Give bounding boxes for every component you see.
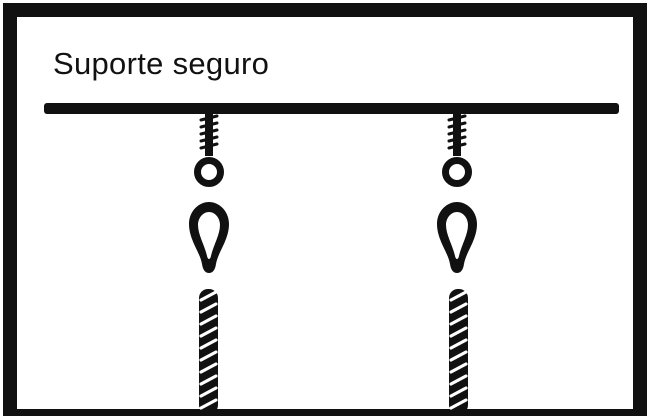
beam <box>44 103 619 114</box>
eye-ring-left <box>194 157 224 187</box>
eye-hook-left <box>189 114 229 410</box>
screw-right <box>447 114 467 156</box>
snap-hook-left <box>189 202 229 273</box>
eye-ring-right <box>442 157 472 187</box>
snap-hook-right <box>437 202 477 273</box>
eye-hook-right <box>437 114 477 410</box>
rope-right <box>449 289 468 410</box>
outer-border <box>3 3 647 416</box>
screw-left <box>199 114 219 156</box>
rope-left <box>199 289 218 410</box>
diagram-title: Suporte seguro <box>53 46 270 81</box>
